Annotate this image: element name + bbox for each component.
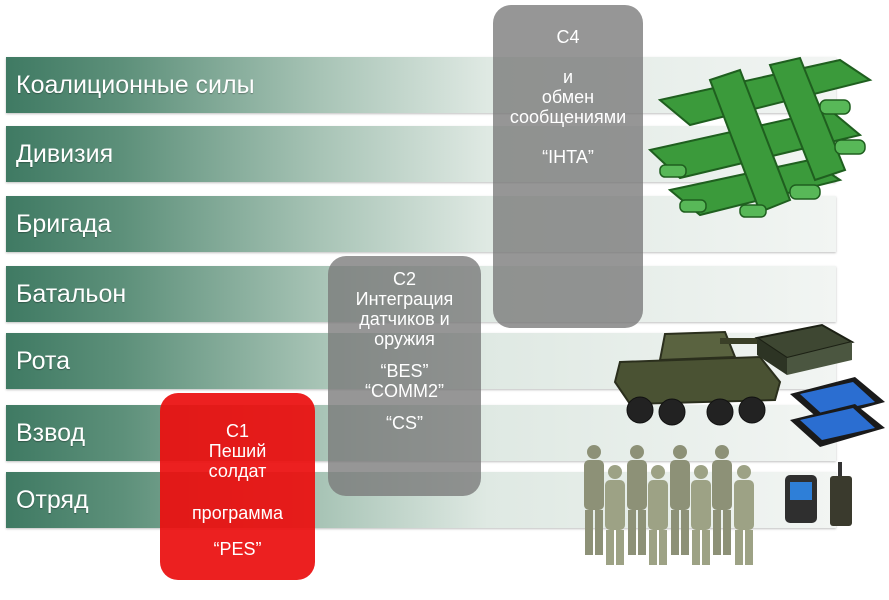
- c1-title: С1: [225, 421, 249, 441]
- level-label: Коалиционные силы: [16, 70, 255, 99]
- level-label: Дивизия: [16, 139, 114, 168]
- field-radio-icon: [830, 462, 852, 526]
- soldiers-icon: [584, 445, 754, 565]
- c2-text-line: датчиков и: [359, 309, 450, 329]
- c1-text-line: Пеший: [208, 441, 267, 461]
- c4-text-line: сообщениями: [509, 107, 627, 127]
- level-label: Взвод: [16, 418, 86, 447]
- network-graphic-icon: [647, 56, 873, 218]
- c2-box: С2 Интеграция датчиков и оружия “BES” “C…: [328, 256, 481, 496]
- c4-text-line: и: [562, 67, 574, 87]
- radio-device-icon: [754, 323, 855, 375]
- tablet-device-icon: [790, 377, 885, 447]
- c2-code: “COMM2”: [365, 381, 444, 401]
- c1-text-line: программа: [191, 503, 284, 523]
- level-band-brigade: Бригада: [6, 196, 836, 252]
- level-label: Отряд: [16, 485, 89, 514]
- c2-code: “BES”: [380, 361, 429, 381]
- level-label: Бригада: [16, 209, 112, 238]
- c4-title: С4: [556, 27, 580, 47]
- c4-code: “IHTA”: [542, 147, 594, 167]
- level-label: Батальон: [16, 279, 127, 308]
- c2-code: “CS”: [386, 413, 423, 433]
- level-band-coalition: Коалиционные силы: [6, 57, 836, 113]
- level-label: Рота: [16, 346, 71, 375]
- armored-vehicle-icon: [613, 330, 782, 426]
- c2-text-line: Интеграция: [355, 289, 454, 309]
- c1-box: С1 Пеший солдат программа “PES”: [160, 393, 315, 580]
- c1-text-line: солдат: [208, 461, 267, 481]
- c1-code: “PES”: [213, 539, 262, 559]
- handheld-device-icon: [785, 475, 817, 523]
- c4-text-line: обмен: [541, 87, 595, 107]
- c2-title: С2: [392, 269, 416, 289]
- c2-text-line: оружия: [374, 329, 435, 349]
- c4-box: С4 и обмен сообщениями “IHTA”: [493, 5, 643, 328]
